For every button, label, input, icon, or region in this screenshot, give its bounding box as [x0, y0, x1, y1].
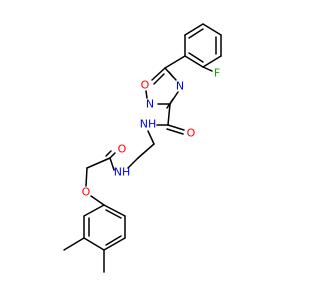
- bond-c-f: [202, 66, 213, 72]
- dimethylphenyl-ring: [83, 204, 126, 251]
- bond-carbonyl-o: [109, 152, 116, 159]
- bond: [202, 55, 222, 68]
- molecule-diagram: F O N N O NH NH O O: [63, 23, 222, 273]
- double-bond-inner: [168, 71, 174, 78]
- double-bond-inner: [188, 28, 204, 39]
- amide-nh-1-atom: NH: [140, 118, 157, 131]
- ether-oxygen-atom: O: [82, 186, 91, 199]
- fluorine-atom: F: [214, 67, 220, 80]
- double-bond-inner: [105, 150, 112, 157]
- bond: [103, 237, 126, 251]
- bond: [83, 237, 105, 251]
- double-bond-inner: [153, 73, 165, 85]
- double-bond-inner: [105, 209, 122, 219]
- carbonyl-oxygen-2-atom: O: [118, 143, 127, 156]
- bond: [137, 143, 155, 159]
- bond: [184, 23, 204, 36]
- oxadiazole-ring: [145, 67, 179, 109]
- fluorophenyl-ring: [184, 23, 222, 68]
- ring-nitrogen-top-atom: N: [176, 80, 184, 93]
- bond: [90, 195, 105, 206]
- ring-oxygen-atom: O: [141, 79, 150, 92]
- ring-nitrogen-bottom-atom: N: [146, 98, 154, 111]
- bond: [109, 157, 115, 171]
- atom-labels: F O N N O NH NH O O: [82, 67, 221, 199]
- bond: [85, 167, 88, 187]
- double-bond-inner: [166, 128, 184, 135]
- bond: [86, 157, 111, 169]
- bond: [103, 204, 126, 217]
- bond: [145, 90, 148, 99]
- bond: [151, 67, 166, 81]
- bond-phenyl-oxadiazole: [164, 55, 186, 69]
- bond-carbonyl-o: [167, 124, 185, 131]
- bond: [184, 55, 204, 68]
- bond: [83, 204, 105, 217]
- bond-ring-carbonyl: [167, 103, 171, 126]
- bond: [202, 23, 222, 36]
- carbonyl-oxygen-1-atom: O: [187, 127, 196, 140]
- double-bond-inner: [105, 235, 122, 246]
- structure-svg: F O N N O NH NH O O: [63, 23, 222, 273]
- bond: [127, 157, 139, 169]
- double-bond-inner: [188, 52, 204, 63]
- methyl-bond: [63, 237, 85, 251]
- bond: [147, 130, 155, 145]
- amide-nh-2-atom: NH: [114, 166, 131, 179]
